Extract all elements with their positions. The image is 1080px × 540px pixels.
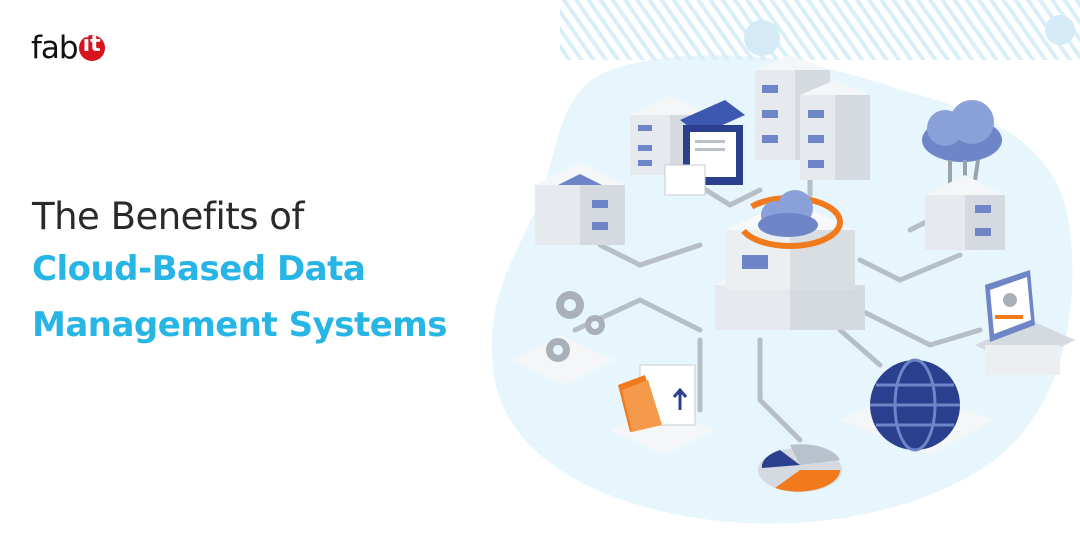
headline: The Benefits of Cloud-Based Data Managem…	[32, 193, 552, 353]
cloud-icon	[758, 190, 818, 237]
logo-mark-text: it	[82, 32, 101, 57]
folder-icon	[610, 364, 715, 455]
server-stack-icon	[925, 175, 1005, 250]
globe-icon	[840, 358, 995, 455]
server-stack-icon	[755, 55, 870, 180]
laptop-icon	[975, 270, 1075, 375]
headline-line-2: Cloud-Based Data	[32, 249, 366, 289]
server-stack-icon	[535, 162, 625, 245]
central-server	[715, 200, 865, 330]
pie-chart-icon	[758, 444, 842, 492]
headline-line-1: The Benefits of	[32, 195, 304, 238]
cloud-icon	[922, 100, 1002, 190]
cloud-network-illustration	[491, 0, 1080, 524]
gears-icon	[510, 291, 615, 385]
brand-logo[interactable]: fab it	[31, 26, 106, 70]
logo-prefix: fab	[31, 30, 79, 66]
logo-mark-icon: it	[78, 32, 105, 61]
window-icon	[664, 100, 745, 196]
headline-line-3: Management Systems	[32, 305, 447, 345]
